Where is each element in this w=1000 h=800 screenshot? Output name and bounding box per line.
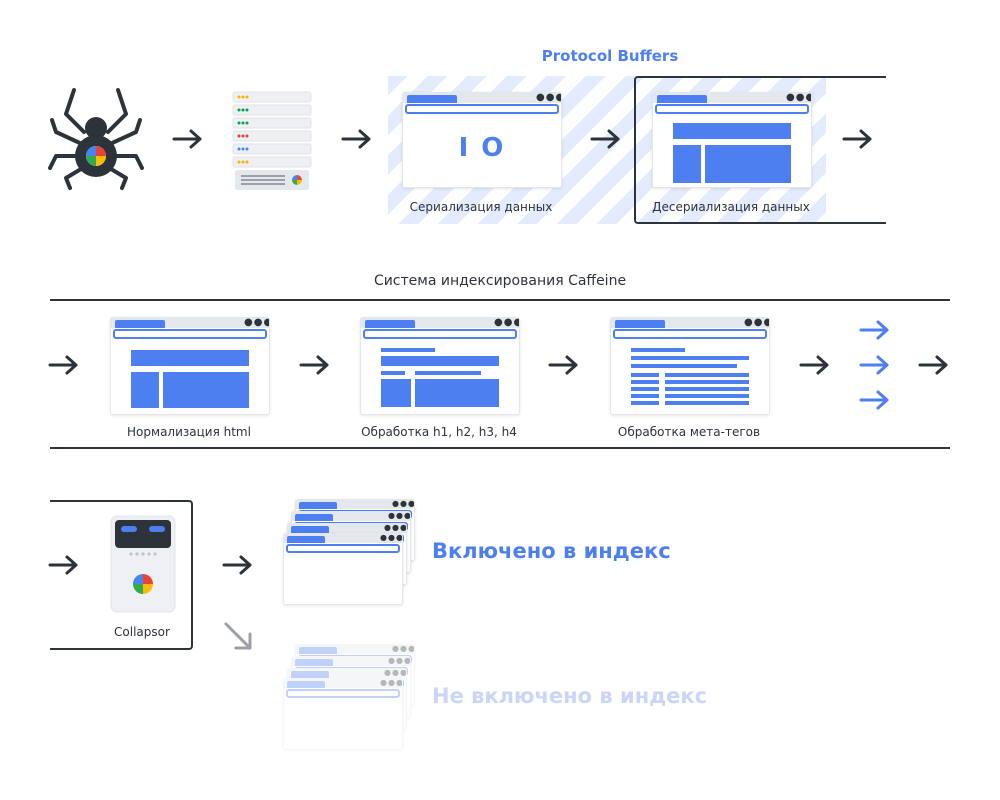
arrow-right-icon	[222, 555, 252, 575]
arrow-right-icon	[859, 390, 889, 410]
arrow-right-icon	[299, 355, 329, 375]
deserialize-label: Десериализация данных	[652, 200, 810, 214]
arrow-right-icon	[799, 355, 829, 375]
deserialize-frame	[634, 76, 886, 224]
deserialize-window: ●●●	[652, 92, 812, 188]
indexed-label: Включено в индекс	[432, 539, 671, 563]
step-label: Нормализация html	[127, 425, 251, 439]
step-label: Обработка мета-тегов	[617, 425, 761, 439]
arrow-right-icon	[859, 355, 889, 375]
protocol-buffers-title: Protocol Buffers	[541, 47, 679, 65]
arrow-right-icon	[548, 355, 578, 375]
caffeine-top-rule	[50, 299, 950, 301]
arrow-right-icon	[918, 355, 948, 375]
arrow-right-icon	[341, 129, 371, 149]
arrow-right-icon	[590, 129, 620, 149]
not-indexed-label: Не включено в индекс	[432, 684, 708, 708]
arrow-right-icon	[48, 555, 78, 575]
not-indexed-pages-stack: ●●● ●●● ●●● ●●●	[283, 644, 418, 754]
step-meta-tags-window: ●●●	[610, 317, 770, 415]
step-headings-window: ●●●	[360, 317, 520, 415]
robot-icon	[110, 515, 176, 613]
arrow-right-icon	[842, 129, 872, 149]
serialize-label: Сериализация данных	[409, 200, 553, 214]
collapsor-label: Collapsor	[114, 625, 170, 639]
arrow-down-right-icon	[224, 622, 252, 650]
step-html-normalization-window: ●●●	[110, 317, 270, 415]
arrow-right-icon	[172, 129, 202, 149]
serialize-window: ●●● I O	[402, 92, 562, 188]
arrow-right-icon	[859, 320, 889, 340]
step-label: Обработка h1, h2, h3, h4	[361, 425, 517, 439]
spider-icon	[48, 88, 144, 190]
server-rack-icon	[231, 90, 313, 192]
indexed-pages-stack: ●●● ●●● ●●● ●●●	[283, 499, 418, 609]
caffeine-title: Система индексирования Caffeine	[373, 273, 627, 289]
collapsor-frame	[50, 500, 193, 650]
caffeine-bottom-rule	[50, 447, 950, 449]
arrow-right-icon	[48, 355, 78, 375]
serialize-glyph: I O	[458, 133, 506, 163]
